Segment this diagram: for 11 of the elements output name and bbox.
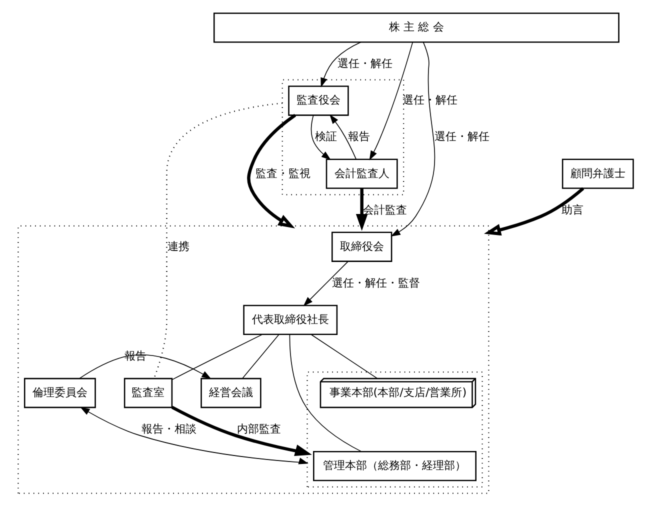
edge-label: 助言	[562, 203, 584, 216]
edge-label: 監査・監視	[256, 166, 311, 180]
edge-label: 選任・解任	[402, 94, 458, 107]
edge-label: 連携	[167, 240, 190, 253]
edge-label: 内部監査	[237, 422, 282, 436]
edge-label: 検証	[315, 130, 338, 144]
edge-label: 報告・相談	[142, 422, 197, 436]
edge-label: 選任・解任	[338, 57, 393, 70]
edge-label: 選任・解任	[434, 130, 490, 144]
edge-label: 選任・解任・監督	[332, 276, 420, 290]
edge-label: 報告	[348, 130, 370, 144]
